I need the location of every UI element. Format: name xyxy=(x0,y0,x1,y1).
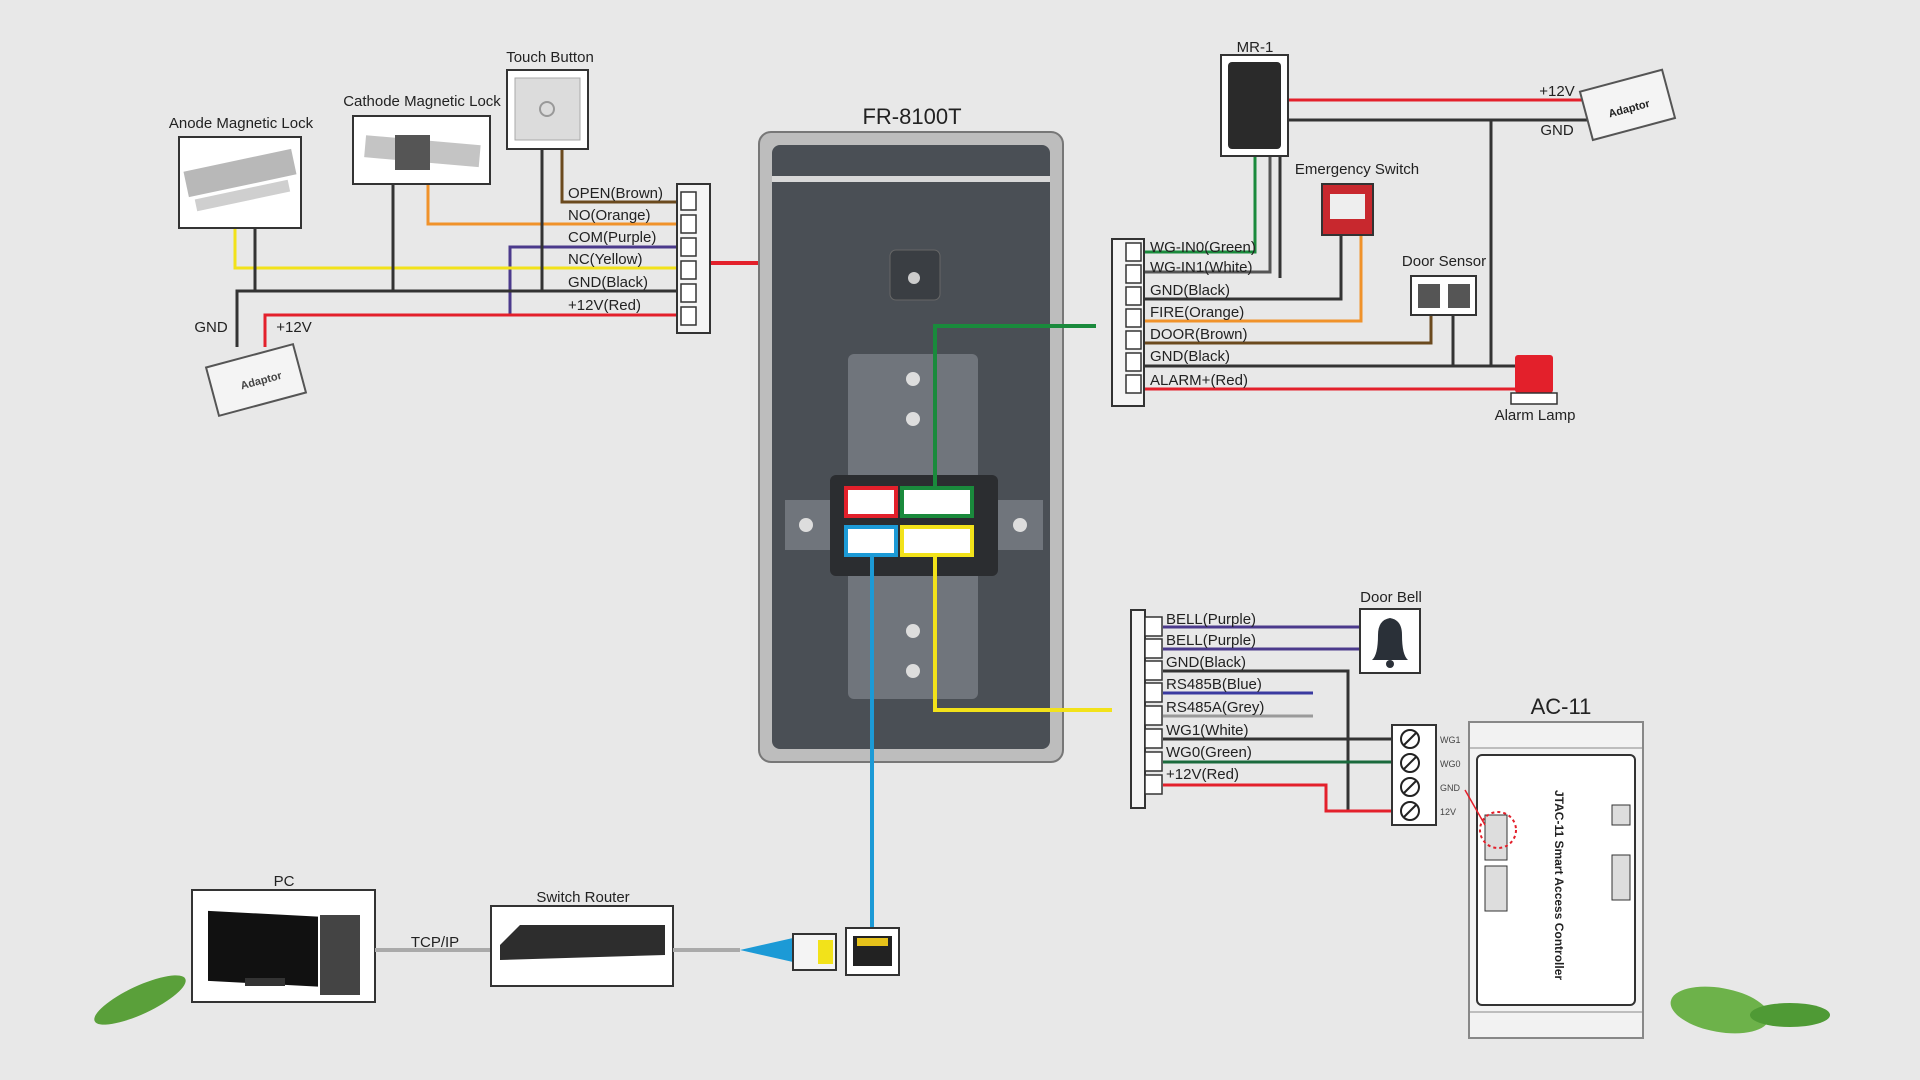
leaf-decoration-right xyxy=(1670,986,1770,1034)
wire-green xyxy=(933,324,1096,490)
right-bottom-terminal-block xyxy=(1130,609,1163,809)
terminal-label: GND xyxy=(1440,783,1461,793)
wire-open-brown xyxy=(560,149,677,204)
alarm-lamp-label: Alarm Lamp xyxy=(1495,407,1576,424)
right-power-adaptor: Adaptor +12V GND xyxy=(1539,68,1677,142)
right-top-wire-labels: WG-IN0(Green) WG-IN1(White) GND(Black) F… xyxy=(1150,239,1256,389)
wire-label: DOOR(Brown) xyxy=(1150,326,1248,343)
wire-label: RS485B(Blue) xyxy=(1166,676,1262,693)
leaf-decoration-left xyxy=(94,975,186,1025)
connector-yellow xyxy=(900,525,974,557)
ac-11-title: AC-11 xyxy=(1531,694,1592,719)
terminal-label: WG1 xyxy=(1440,735,1461,745)
wire-label: FIRE(Orange) xyxy=(1150,304,1244,321)
wire-no-orange xyxy=(426,184,677,226)
terminal-label: WG0 xyxy=(1440,759,1461,769)
wire-label: +12V(Red) xyxy=(568,297,641,314)
wire-label: +12V(Red) xyxy=(1166,766,1239,783)
wire-label: WG0(Green) xyxy=(1166,744,1252,761)
anode-magnetic-lock: Anode Magnetic Lock xyxy=(169,115,314,229)
door-sensor-label: Door Sensor xyxy=(1402,253,1486,270)
pc: PC xyxy=(191,873,376,1003)
emergency-switch-label: Emergency Switch xyxy=(1295,161,1419,178)
pc-label: PC xyxy=(274,873,295,890)
wire-label: OPEN(Brown) xyxy=(568,185,663,202)
right-top-terminal-block xyxy=(1111,238,1145,407)
right-bottom-wires xyxy=(1163,625,1392,813)
right-12v-label: +12V xyxy=(1539,83,1574,100)
connector-blue xyxy=(844,525,898,557)
wire-label: GND(Black) xyxy=(1150,348,1230,365)
door-bell-label: Door Bell xyxy=(1360,589,1422,606)
wire-label: GND(Black) xyxy=(1166,654,1246,671)
wire-label: GND(Black) xyxy=(1150,282,1230,299)
wire-label: WG-IN0(Green) xyxy=(1150,239,1256,256)
tcpip-label: TCP/IP xyxy=(411,934,459,951)
wire-label: WG-IN1(White) xyxy=(1150,259,1253,276)
anode-lock-label: Anode Magnetic Lock xyxy=(169,115,314,132)
wire-label: WG1(White) xyxy=(1166,722,1249,739)
device-title: FR-8100T xyxy=(862,104,961,129)
wire-gnd-black xyxy=(235,289,677,347)
left-12v-label: +12V xyxy=(276,319,311,336)
door-bell: Door Bell xyxy=(1359,589,1422,674)
wire-label: ALARM+(Red) xyxy=(1150,372,1248,389)
cathode-lock-label: Cathode Magnetic Lock xyxy=(343,93,501,110)
alarm-lamp: Alarm Lamp xyxy=(1495,355,1576,424)
wire-label: NO(Orange) xyxy=(568,207,651,224)
mr-1-reader: MR-1 xyxy=(1220,39,1289,157)
switch-router: Switch Router xyxy=(490,889,674,987)
ac-11-controller: AC-11 JTAC-11 Smart Access Controller xyxy=(1464,694,1644,1039)
wire-label: COM(Purple) xyxy=(568,229,656,246)
fr-8100t-device: FR-8100T xyxy=(758,104,1064,763)
wire-label: BELL(Purple) xyxy=(1166,611,1256,628)
ac-11-controller-text: JTAC-11 Smart Access Controller xyxy=(1552,790,1566,980)
left-power-adaptor: Adaptor GND +12V xyxy=(194,319,312,418)
left-wire-labels: OPEN(Brown) NO(Orange) COM(Purple) NC(Ye… xyxy=(568,185,663,314)
wire-yellow xyxy=(933,557,1112,712)
right-gnd-label: GND xyxy=(1540,122,1574,139)
terminal-label: 12V xyxy=(1440,807,1456,817)
touch-button-label: Touch Button xyxy=(506,49,594,66)
touch-button: Touch Button xyxy=(506,49,594,150)
device-wires xyxy=(870,324,1112,930)
left-terminal-block xyxy=(676,183,711,334)
right-bottom-wire-labels: BELL(Purple) BELL(Purple) GND(Black) RS4… xyxy=(1166,611,1264,783)
wire-nc-yellow xyxy=(233,228,677,270)
wire-label: RS485A(Grey) xyxy=(1166,699,1264,716)
emergency-switch: Emergency Switch xyxy=(1295,161,1419,236)
leaf-decoration-right-2 xyxy=(1750,1003,1830,1027)
mr-1-label: MR-1 xyxy=(1237,39,1274,56)
wire-label: NC(Yellow) xyxy=(568,251,642,268)
switch-router-label: Switch Router xyxy=(536,889,629,906)
connector-green xyxy=(900,486,974,518)
ac-11-terminal: WG1 WG0 GND 12V xyxy=(1391,724,1461,826)
door-sensor: Door Sensor xyxy=(1402,253,1486,316)
connector-red xyxy=(844,486,898,518)
cathode-magnetic-lock: Cathode Magnetic Lock xyxy=(343,93,501,185)
left-gnd-label: GND xyxy=(194,319,228,336)
wire-label: GND(Black) xyxy=(568,274,648,291)
wire-label: BELL(Purple) xyxy=(1166,632,1256,649)
wire-12v-red xyxy=(263,313,677,347)
network-cable xyxy=(673,927,900,976)
